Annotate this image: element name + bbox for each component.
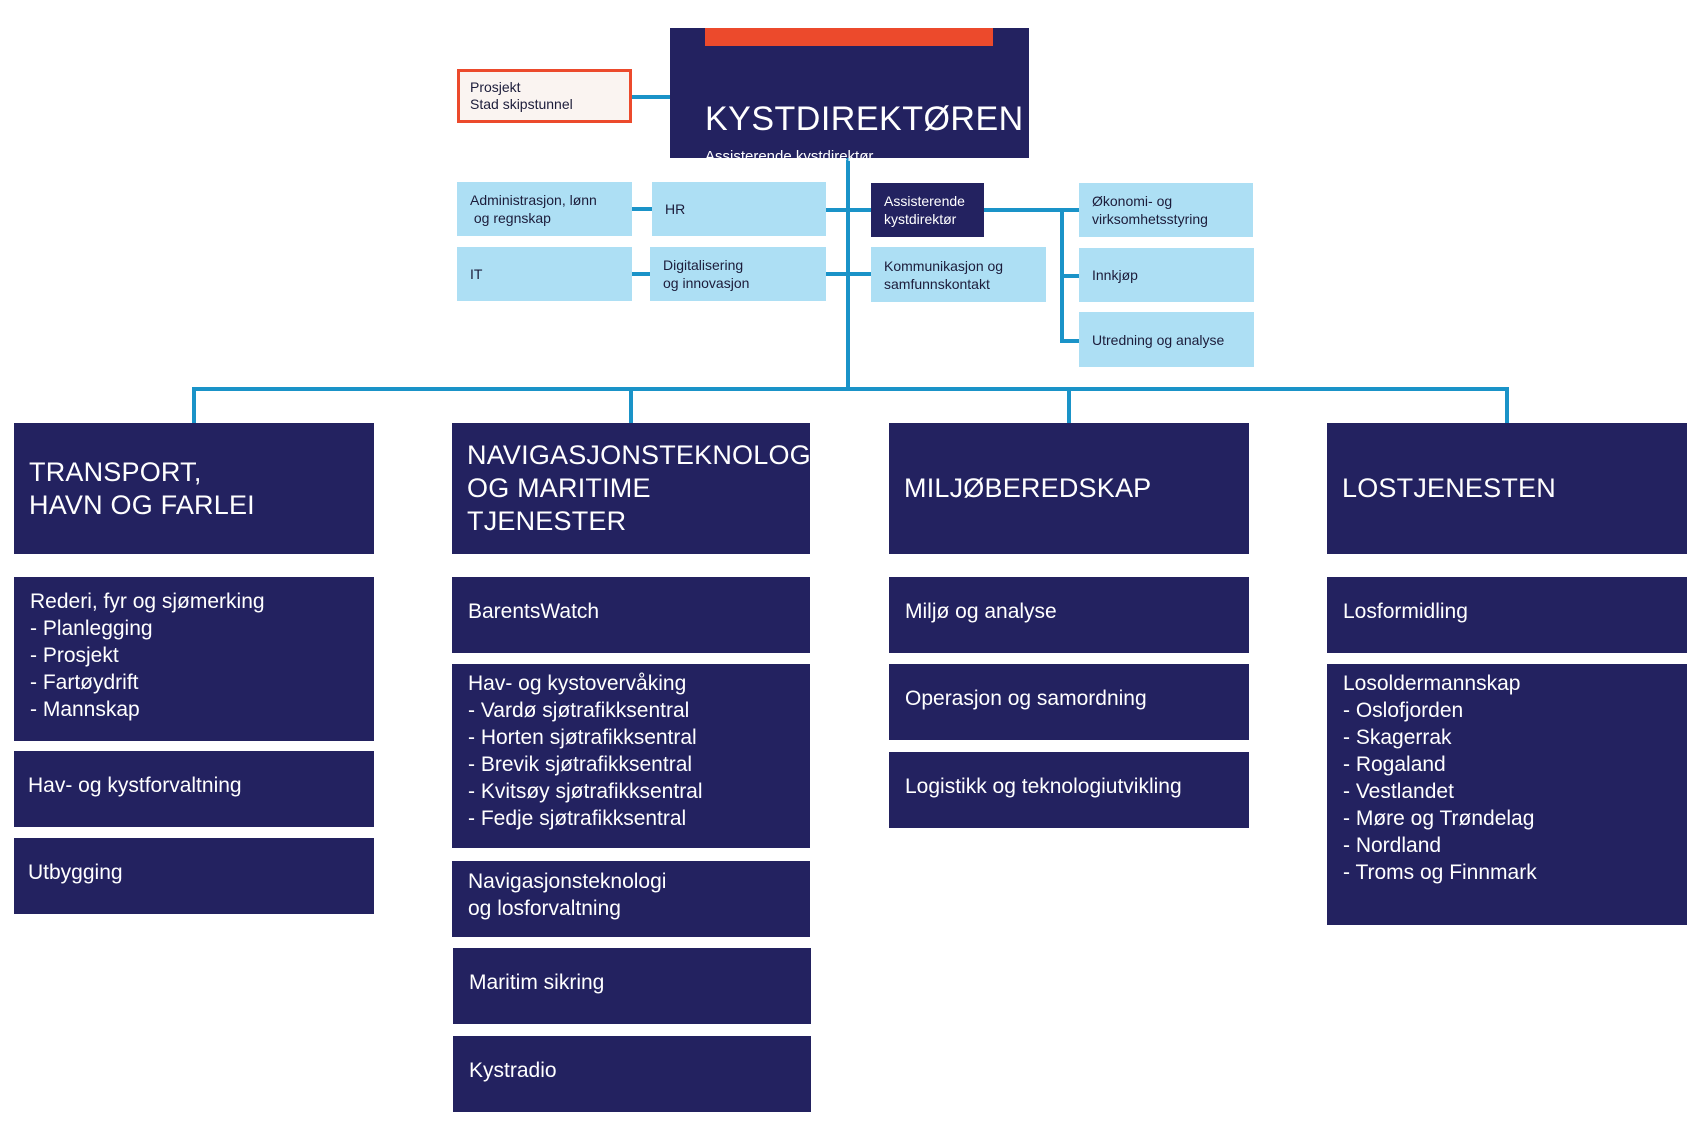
unit-line: Miljø og analyse	[905, 599, 1057, 623]
unit-line: Utbygging	[28, 860, 123, 884]
connector-division-4	[1505, 387, 1509, 423]
unit-line: Hav- og kystovervåking	[468, 672, 687, 695]
unit-box[interactable]: Losformidling	[1327, 577, 1687, 653]
division-header-navigation[interactable]: NAVIGASJONSTEKNOLOGI OG MARITIME TJENEST…	[452, 423, 819, 554]
unit-line: Losformidling	[1343, 599, 1468, 623]
unit-line: Rederi, fyr og sjømerking	[30, 590, 265, 613]
unit-box[interactable]: Navigasjonsteknologi og losforvaltning	[452, 861, 810, 937]
director-title: KYSTDIREKTØREN	[705, 100, 1024, 138]
staff-assistant-line2: kystdirektør	[884, 211, 957, 227]
unit-line: - Kvitsøy sjøtrafikksentral	[468, 780, 703, 803]
division-title-line: MILJØBEREDSKAP	[904, 473, 1152, 503]
unit-line: - Vestlandet	[1343, 780, 1454, 803]
staff-communication[interactable]: Kommunikasjon og samfunnskontakt	[871, 247, 1046, 302]
staff-analysis[interactable]: Utredning og analyse	[1079, 312, 1254, 367]
unit-line: - Fartøydrift	[30, 671, 139, 694]
staff-communication-line2: samfunnskontakt	[884, 275, 990, 292]
unit-line: - Vardø sjøtrafikksentral	[468, 699, 690, 722]
division-title-line: NAVIGASJONSTEKNOLOGI	[467, 440, 819, 470]
unit-line: - Nordland	[1343, 834, 1442, 857]
division-title-line: LOSTJENESTEN	[1342, 473, 1556, 503]
director-subtitle: Assisterende kystdirektør	[705, 148, 874, 165]
staff-digital-line2: og innovasjon	[663, 275, 750, 291]
connector-digital	[826, 272, 871, 276]
connector-it-digital	[632, 272, 650, 276]
unit-box[interactable]: Logistikk og teknologiutvikling	[889, 752, 1249, 828]
staff-procurement[interactable]: Innkjøp	[1079, 248, 1254, 302]
unit-line: BarentsWatch	[468, 599, 600, 623]
unit-line: - Skagerrak	[1343, 726, 1452, 749]
division-header-environment[interactable]: MILJØBEREDSKAP	[889, 423, 1249, 554]
connector-procurement	[1060, 274, 1079, 278]
unit-line: - Brevik sjøtrafikksentral	[468, 753, 693, 776]
staff-admin-line1: Administrasjon, lønn	[470, 192, 597, 208]
unit-box[interactable]: Hav- og kystovervåking - Vardø sjøtrafik…	[452, 664, 810, 848]
unit-line: - Oslofjorden	[1343, 699, 1464, 722]
connector-division-1	[192, 387, 196, 423]
project-label: Prosjekt	[470, 79, 521, 95]
unit-box[interactable]: Utbygging	[14, 838, 374, 914]
connector-division-2	[629, 387, 633, 423]
unit-box[interactable]: Losoldermannskap - Oslofjorden - Skagerr…	[1327, 664, 1687, 925]
unit-box[interactable]: Miljø og analyse	[889, 577, 1249, 653]
staff-admin[interactable]: Administrasjon, lønn og regnskap	[457, 182, 632, 236]
connector-bus	[192, 387, 1509, 391]
unit-line: - Mannskap	[30, 698, 140, 721]
staff-digital-line1: Digitalisering	[663, 257, 744, 273]
division-title-line: OG MARITIME TJENESTER	[467, 473, 651, 536]
unit-box[interactable]: Rederi, fyr og sjømerking - Planlegging …	[14, 577, 374, 741]
unit-line: - Rogaland	[1343, 753, 1446, 776]
unit-box[interactable]: BarentsWatch	[452, 577, 810, 653]
unit-line: - Troms og Finnmark	[1343, 861, 1537, 884]
staff-analysis-line1: Utredning og analyse	[1092, 331, 1225, 348]
division-header-transport[interactable]: TRANSPORT, HAVN OG FARLEI	[14, 423, 374, 554]
unit-line: - Planlegging	[30, 617, 153, 640]
unit-box[interactable]: Maritim sikring	[453, 948, 811, 1024]
division-title-line: HAVN OG FARLEI	[29, 489, 255, 520]
staff-procurement-line1: Innkjøp	[1092, 267, 1138, 283]
director-box[interactable]: KYSTDIREKTØREN Assisterende kystdirektør	[670, 28, 1029, 164]
unit-box[interactable]: Kystradio	[453, 1036, 811, 1112]
staff-communication-line1: Kommunikasjon og	[884, 257, 1004, 274]
staff-assistant[interactable]: Assisterende kystdirektør	[871, 183, 984, 237]
staff-assistant-line1: Assisterende	[884, 193, 965, 209]
staff-it-line1: IT	[470, 266, 483, 282]
unit-box[interactable]: Hav- og kystforvaltning	[14, 751, 374, 827]
unit-line: Losoldermannskap	[1343, 672, 1521, 695]
unit-line: Hav- og kystforvaltning	[28, 773, 242, 797]
connector-hr	[826, 208, 871, 212]
unit-box[interactable]: Operasjon og samordning	[889, 664, 1249, 740]
unit-line: Navigasjonsteknologi	[468, 870, 667, 893]
unit-line: Logistikk og teknologiutvikling	[905, 774, 1182, 798]
unit-line: - Møre og Trøndelag	[1343, 807, 1535, 830]
staff-economy[interactable]: Økonomi- og virksomhetsstyring	[1079, 183, 1253, 237]
connector-admin-hr	[632, 207, 652, 211]
staff-digital[interactable]: Digitalisering og innovasjon	[650, 247, 826, 301]
project-name: Stad skipstunnel	[470, 96, 573, 112]
connector-project	[632, 95, 670, 99]
unit-line: - Fedje sjøtrafikksentral	[468, 807, 687, 830]
staff-economy-line1: Økonomi- og	[1092, 193, 1173, 209]
unit-line: Operasjon og samordning	[905, 686, 1147, 710]
unit-line: Maritim sikring	[469, 970, 605, 994]
staff-hr[interactable]: HR	[652, 182, 826, 236]
unit-line: og losforvaltning	[468, 897, 621, 920]
connector-division-3	[1067, 387, 1071, 423]
staff-admin-line2: og regnskap	[470, 210, 551, 226]
connector-analysis	[1060, 339, 1079, 343]
project-box[interactable]: Prosjekt Stad skipstunnel	[457, 69, 632, 123]
division-header-pilot[interactable]: LOSTJENESTEN	[1327, 423, 1687, 554]
unit-line: Kystradio	[469, 1058, 557, 1082]
staff-hr-line1: HR	[665, 201, 686, 217]
accent-bar	[705, 28, 993, 46]
unit-line: - Horten sjøtrafikksentral	[468, 726, 697, 749]
division-title-line: TRANSPORT,	[29, 456, 202, 487]
staff-economy-line2: virksomhetsstyring	[1092, 211, 1208, 227]
connector-assistant-right	[984, 208, 1079, 212]
unit-line: - Prosjekt	[30, 644, 119, 667]
staff-it[interactable]: IT	[457, 247, 632, 301]
